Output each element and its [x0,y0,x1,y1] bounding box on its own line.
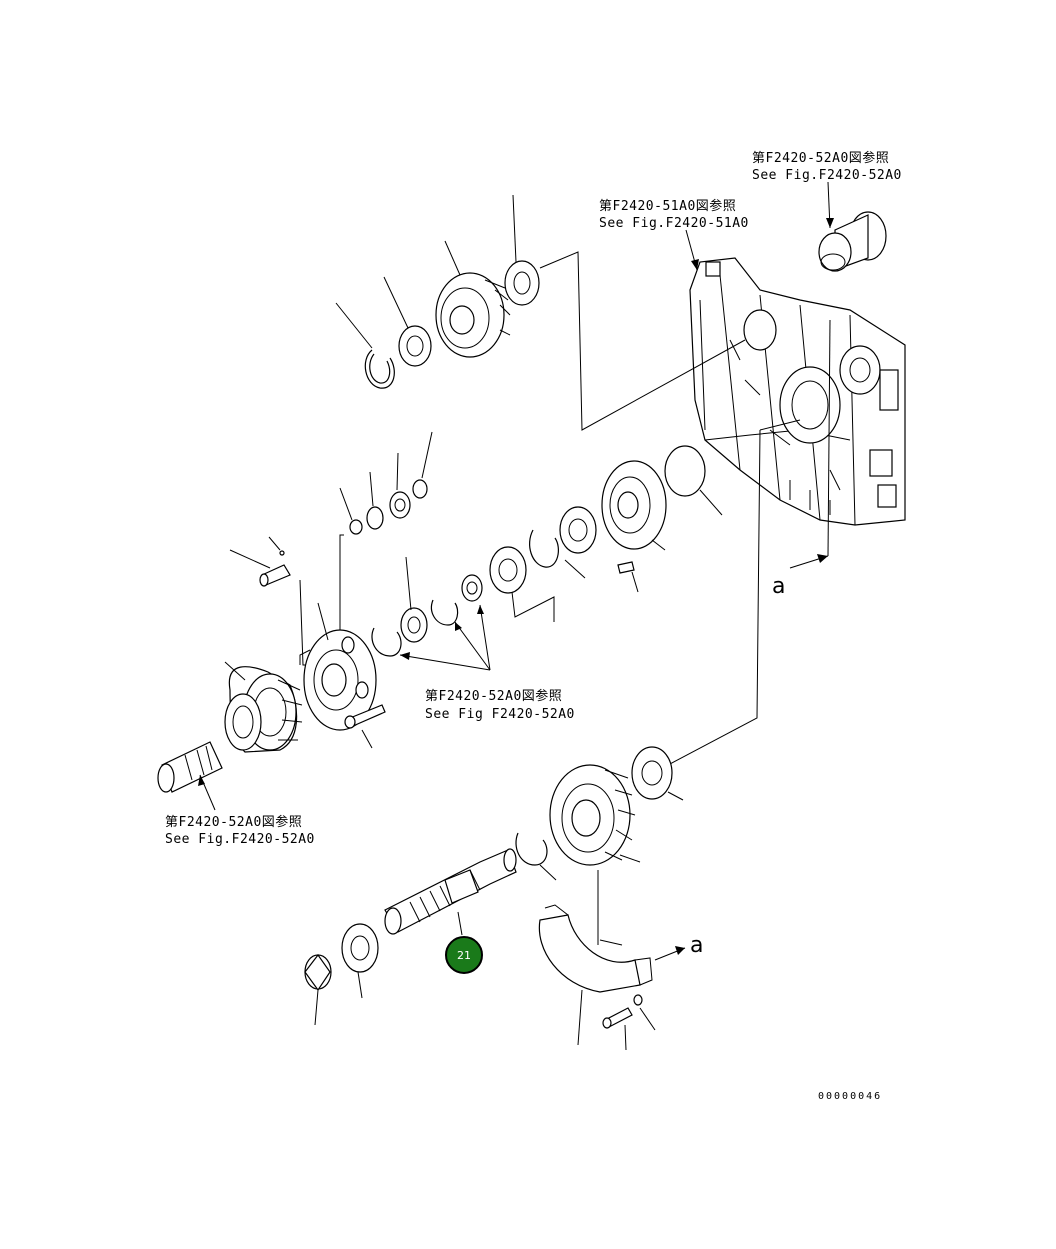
planetary-carrier [303,602,386,749]
part-badge-number: 21 [457,949,471,962]
ref-top-right-jp: 第F2420-52A0図参照 [752,150,889,166]
ref-top-right-en: See Fig.F2420-52A0 [752,168,902,183]
lower-gear-group [304,746,686,1051]
upper-gear-group [335,194,746,431]
view-mark-upper: a [772,574,785,599]
ref-left-en: See Fig.F2420-52A0 [165,832,315,847]
ref-top-mid-en: See Fig.F2420-51A0 [599,216,749,231]
view-mark-lower: a [690,933,703,958]
middle-gear-group [371,445,723,671]
ref-left-jp: 第F2420-52A0図参照 [165,814,302,830]
drawing-code: 00000046 [818,1091,882,1102]
ref-middle-jp: 第F2420-52A0図参照 [425,688,562,704]
input-shaft-left [157,741,223,811]
pin-group [229,536,291,587]
part-badge-21[interactable]: 21 [445,936,483,974]
flange-shaft-part [818,211,887,272]
ring-gear-housing [224,661,303,753]
view-arrow-upper [789,319,831,569]
ref-middle-en: See Fig F2420-52A0 [425,707,575,722]
transmission-case [689,257,906,526]
needle-bearing-group [299,431,433,666]
ref-top-mid-jp: 第F2420-51A0図参照 [599,198,736,214]
